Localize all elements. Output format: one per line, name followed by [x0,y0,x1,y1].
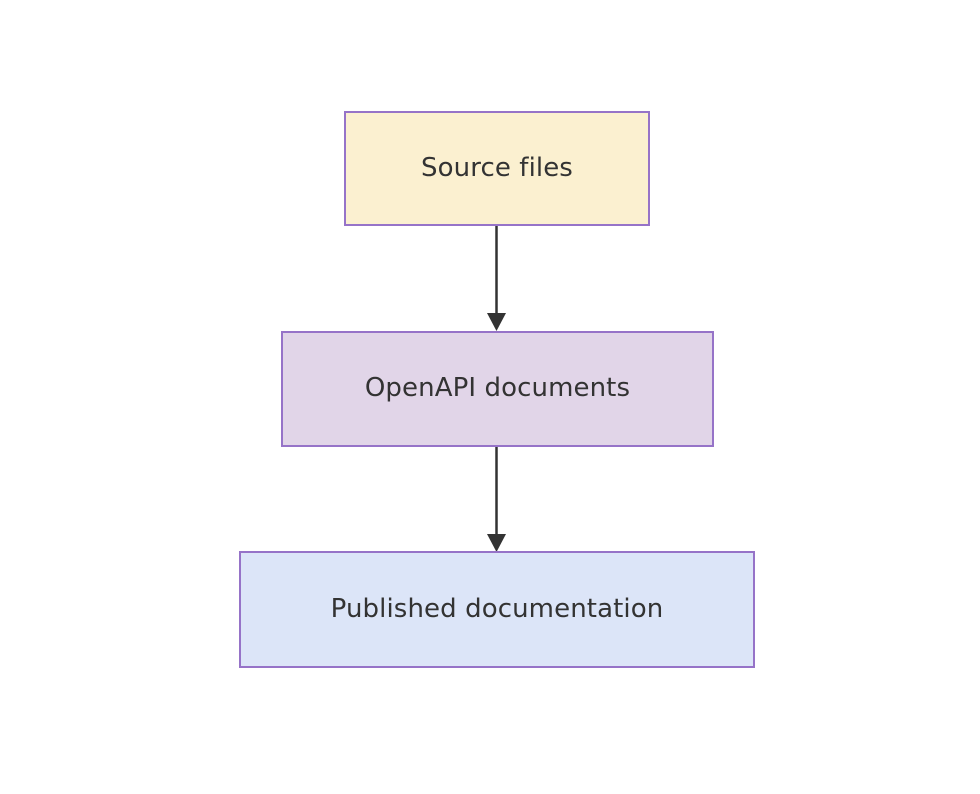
flowchart-node-openapi-documents[interactable]: OpenAPI documents [281,331,714,447]
node-label: OpenAPI documents [364,373,631,404]
flowchart-node-source-files[interactable]: Source files [344,111,650,226]
edge-openapi-documents-to-published-documentation [487,447,506,552]
flowchart-node-published-documentation[interactable]: Published documentation [239,551,755,668]
edge-source-files-to-openapi-documents [487,226,506,331]
node-label: Source files [421,152,573,183]
node-label: Published documentation [330,593,664,624]
arrowhead-down-icon [487,534,506,552]
arrowhead-down-icon [487,313,506,331]
